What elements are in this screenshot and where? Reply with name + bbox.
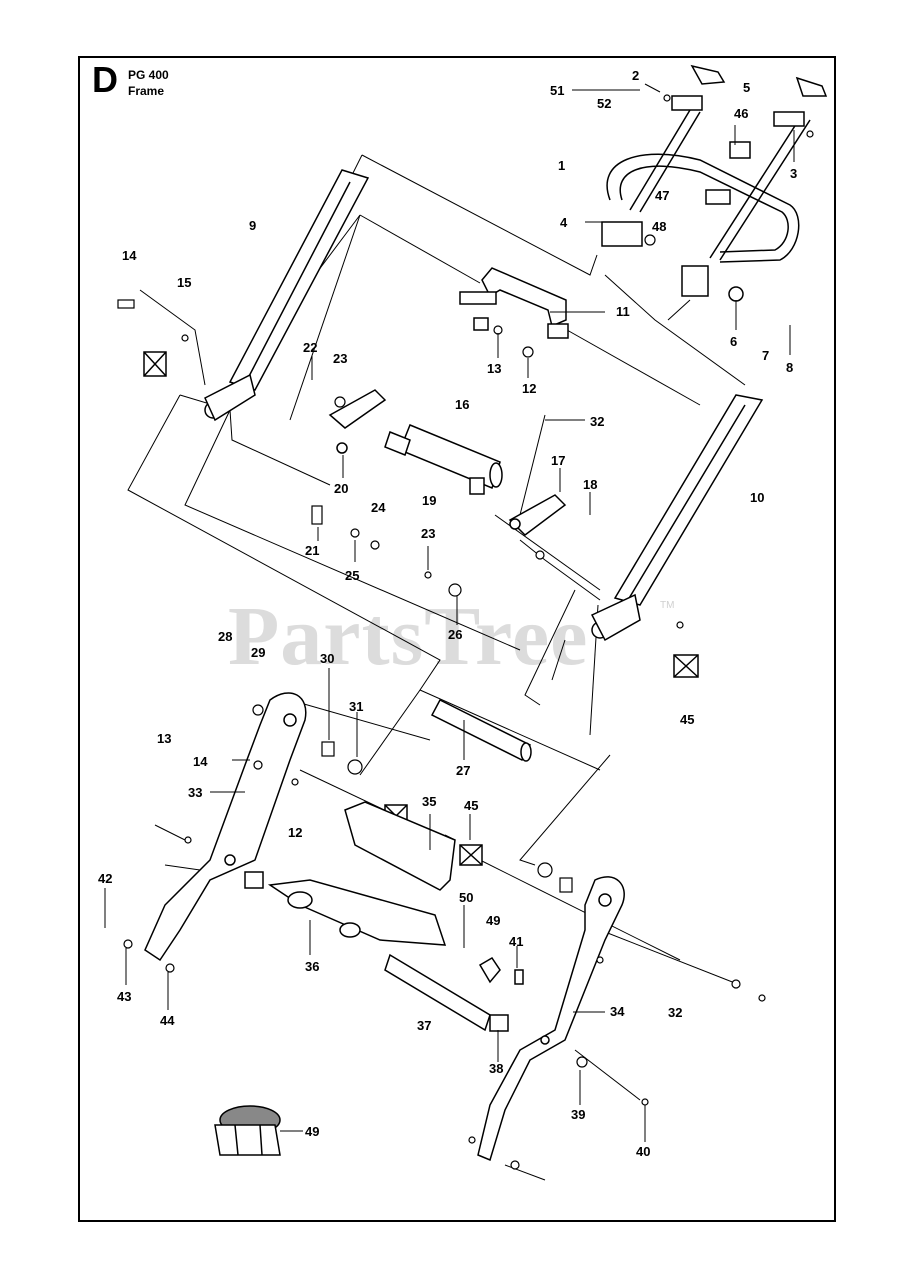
- callout-52: 52: [597, 96, 611, 111]
- knob-41: [478, 956, 524, 985]
- callout-31: 31: [349, 699, 363, 714]
- callout-44: 44: [160, 1013, 175, 1028]
- callout-35: 35: [422, 794, 436, 809]
- callout-18: 18: [583, 477, 597, 492]
- callout-45: 45: [680, 712, 694, 727]
- callout-21: 21: [305, 543, 319, 558]
- callout-4: 4: [560, 215, 568, 230]
- section-letter: D: [92, 59, 118, 100]
- callout-23b: 23: [421, 526, 435, 541]
- callout-6: 6: [730, 334, 737, 349]
- callout-45b: 45: [464, 798, 478, 813]
- left-side-plate: [144, 692, 307, 962]
- callout-14b: 14: [193, 754, 208, 769]
- callout-48: 48: [652, 219, 666, 234]
- watermark-tm: TM: [660, 600, 675, 611]
- callout-28: 28: [218, 629, 232, 644]
- callout-38: 38: [489, 1061, 503, 1076]
- callout-23: 23: [333, 351, 347, 366]
- callout-47: 47: [655, 188, 669, 203]
- diagram-border: [78, 56, 836, 1222]
- callout-1: 1: [558, 158, 565, 173]
- handle-bar: [606, 109, 811, 263]
- callout-13: 13: [487, 361, 501, 376]
- callout-32b: 32: [668, 1005, 682, 1020]
- callout-39: 39: [571, 1107, 585, 1122]
- callout-36: 36: [305, 959, 319, 974]
- assembly-guide-lines: [127, 154, 746, 1181]
- handle-knobs: [671, 64, 828, 127]
- callout-12b: 12: [288, 825, 302, 840]
- diagram-title: Frame: [128, 84, 165, 98]
- callout-43: 43: [117, 989, 131, 1004]
- callout-labels: 51 2 5 52 46 1 3 9 47 4 48 14 15 11 6 7 …: [98, 68, 797, 1159]
- lower-cross-plate: [344, 801, 456, 891]
- callout-11: 11: [616, 304, 630, 319]
- callout-42: 42: [98, 871, 112, 886]
- callout-50: 50: [459, 890, 473, 905]
- upper-cross-bracket: [459, 267, 569, 339]
- callout-32: 32: [590, 414, 604, 429]
- right-side-plate: [477, 876, 625, 1162]
- callout-15: 15: [177, 275, 191, 290]
- callout-46: 46: [734, 106, 748, 121]
- watermark-text: PartsTree: [228, 590, 589, 683]
- lever-17: [508, 494, 567, 536]
- strap-49: [214, 1105, 281, 1156]
- callout-3: 3: [790, 166, 797, 181]
- callout-40: 40: [636, 1144, 650, 1159]
- handle-brackets: [601, 141, 751, 302]
- callout-22: 22: [303, 340, 317, 355]
- callout-10: 10: [750, 490, 764, 505]
- callout-37: 37: [417, 1018, 431, 1033]
- hardware-fasteners: [117, 94, 814, 1170]
- callout-24: 24: [371, 500, 386, 515]
- callout-12: 12: [522, 381, 536, 396]
- callout-49b: 49: [305, 1124, 319, 1139]
- cross-tube-16: [384, 424, 503, 495]
- callout-17: 17: [551, 453, 565, 468]
- callout-26: 26: [448, 627, 462, 642]
- callout-7: 7: [762, 348, 769, 363]
- callout-19: 19: [422, 493, 436, 508]
- callout-5: 5: [743, 80, 750, 95]
- callout-leaders: [104, 83, 795, 1142]
- callout-14: 14: [122, 248, 137, 263]
- rod-27: [430, 699, 532, 762]
- callout-2: 2: [632, 68, 639, 83]
- callout-25: 25: [345, 568, 359, 583]
- callout-30: 30: [320, 651, 334, 666]
- lower-frame-36: [244, 871, 509, 1032]
- callout-51: 51: [550, 83, 564, 98]
- callout-20: 20: [334, 481, 348, 496]
- left-frame-tube: [204, 169, 370, 422]
- callout-33: 33: [188, 785, 202, 800]
- model-name: PG 400: [128, 68, 169, 82]
- callout-29: 29: [251, 645, 265, 660]
- right-frame-tube: [590, 394, 764, 642]
- callout-41: 41: [509, 934, 523, 949]
- callout-27: 27: [456, 763, 470, 778]
- lever-23: [328, 389, 387, 454]
- callout-8: 8: [786, 360, 793, 375]
- callout-13b: 13: [157, 731, 171, 746]
- callout-9: 9: [249, 218, 256, 233]
- callout-34: 34: [610, 1004, 625, 1019]
- callout-49: 49: [486, 913, 500, 928]
- callout-16: 16: [455, 397, 469, 412]
